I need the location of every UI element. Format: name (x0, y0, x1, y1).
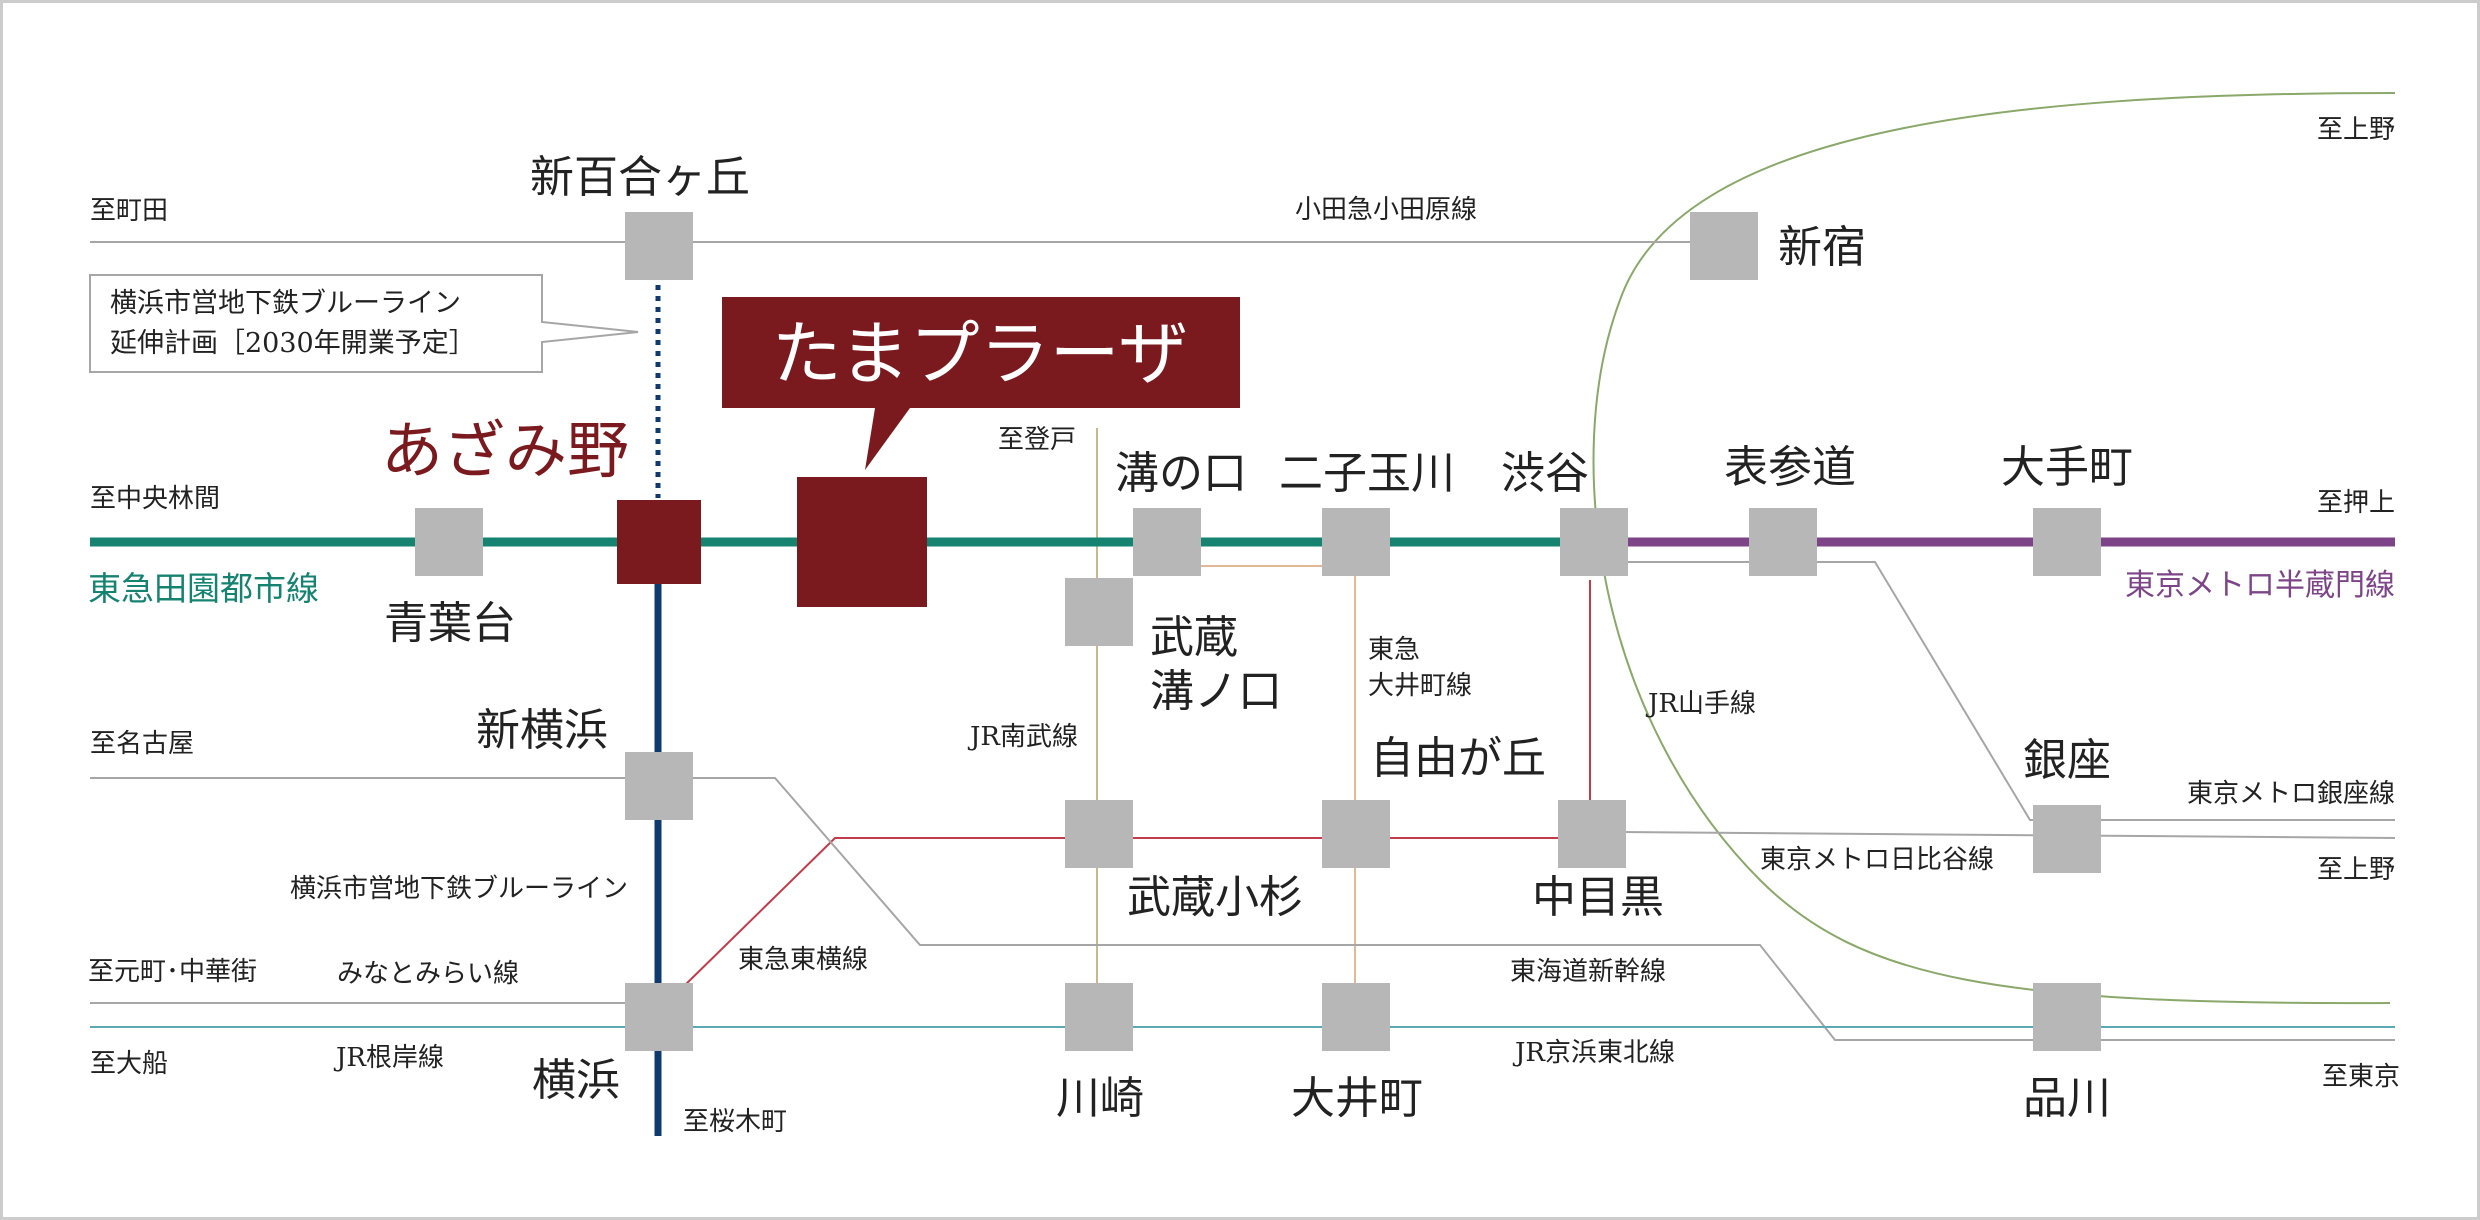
tama-plaza-callout-box (722, 297, 1240, 470)
station-marker-musashikosugi[interactable] (1065, 800, 1133, 868)
dest-sakuragicho: 至桜木町 (683, 1107, 787, 1137)
station-marker-aobadai[interactable] (415, 508, 483, 576)
dest-ofuna: 至大船 (90, 1049, 168, 1079)
label-shinyokohama: 新横浜 (476, 705, 608, 756)
station-marker-shinjuku[interactable] (1690, 212, 1758, 280)
dest-chuorinkan: 至中央林間 (90, 484, 220, 514)
dest-ueno-top: 至上野 (2317, 115, 2395, 145)
label-musashi-mizonokuchi: 武蔵 溝ノ口 (1150, 612, 1282, 717)
station-marker-shibuya[interactable] (1560, 508, 1628, 576)
dest-noborito: 至登戸 (998, 425, 1076, 455)
label-azamino: あざみ野 (381, 414, 629, 487)
station-marker-ginza[interactable] (2033, 805, 2101, 873)
label-ginza: 銀座 (2023, 735, 2111, 786)
station-marker-oimachi[interactable] (1322, 983, 1390, 1051)
dest-tokyo: 至東京 (2322, 1062, 2400, 1092)
label-line-tokaido: 東海道新幹線 (1510, 957, 1666, 987)
station-marker-yokohama[interactable] (625, 983, 693, 1051)
line-hibiya (1619, 831, 2396, 839)
label-line-negishi: JR根岸線 (333, 1043, 444, 1073)
label-shinyurigaoka: 新百合ヶ丘 (530, 152, 750, 203)
station-marker-tama-plaza[interactable] (797, 477, 927, 607)
label-line-oimachi-line-1: 東急 (1368, 635, 1420, 665)
station-marker-azamino[interactable] (617, 500, 701, 584)
extension-plan-callout-line-2: 延伸計画［2030年開業予定］ (110, 328, 476, 359)
label-line-nanbu: JR南武線 (967, 722, 1078, 752)
label-yokohama: 横浜 (532, 1055, 620, 1106)
label-line-blueline: 横浜市営地下鉄ブルーライン (290, 874, 628, 904)
tama-plaza-callout-title: たまプラーザ (772, 313, 1189, 395)
station-marker-mizonokuchi[interactable] (1133, 508, 1201, 576)
dest-machida: 至町田 (90, 196, 168, 226)
label-futakotamagawa: 二子玉川 (1279, 448, 1455, 499)
label-mizonokuchi: 溝の口 (1115, 448, 1247, 499)
label-shinagawa: 品川 (2023, 1073, 2111, 1124)
station-marker-omotesando[interactable] (1749, 508, 1817, 576)
destination-labels: 至町田 至上野 至中央林間 至押上 至登戸 至名古屋 至上野 至元町･中華街 至… (88, 115, 2400, 1137)
label-otemachi: 大手町 (2001, 442, 2133, 493)
label-line-minatomirai: みなとみらい線 (337, 959, 519, 989)
label-line-toyoko: 東急東横線 (738, 945, 868, 975)
label-jiyugaoka: 自由が丘 (1370, 733, 1546, 784)
extension-plan-callout-line-1: 横浜市営地下鉄ブルーライン (110, 288, 461, 319)
label-line-hanzomon: 東京メトロ半蔵門線 (2125, 568, 2395, 603)
line-labels: 小田急小田原線 東急田園都市線 東京メトロ半蔵門線 東急 大井町線 JR南武線 … (88, 195, 2395, 1073)
line-ginza (1600, 561, 2395, 821)
label-line-keihin: JR京浜東北線 (1512, 1038, 1675, 1068)
station-marker-shinyokohama[interactable] (625, 752, 693, 820)
label-shinjuku: 新宿 (1778, 222, 1866, 273)
dest-ueno-mid: 至上野 (2317, 855, 2395, 885)
label-omotesando: 表参道 (1724, 442, 1856, 493)
label-shibuya: 渋谷 (1501, 448, 1589, 499)
label-line-hibiya: 東京メトロ日比谷線 (1760, 845, 1994, 875)
label-kawasaki: 川崎 (1056, 1073, 1144, 1124)
station-marker-futakotamagawa[interactable] (1322, 508, 1390, 576)
label-nakameguro: 中目黒 (1532, 872, 1664, 923)
station-marker-shinagawa[interactable] (2033, 983, 2101, 1051)
station-markers (415, 212, 2101, 1051)
label-line-ginza: 東京メトロ銀座線 (2187, 779, 2395, 809)
label-line-oimachi-line-2: 大井町線 (1368, 671, 1472, 701)
dest-motomachi: 至元町･中華街 (88, 957, 257, 987)
dest-nagoya: 至名古屋 (90, 729, 194, 759)
station-marker-musashi-mizonokuchi[interactable] (1065, 578, 1133, 646)
station-labels: 新百合ヶ丘 新宿 青葉台 溝の口 二子玉川 渋谷 表参道 大手町 武蔵 溝ノ口 … (384, 152, 2133, 1124)
extension-plan-callout-box (89, 274, 639, 373)
dest-oshiage: 至押上 (2317, 488, 2395, 518)
label-musashikosugi: 武蔵小杉 (1127, 872, 1303, 923)
label-line-denentoshi: 東急田園都市線 (88, 569, 319, 608)
station-marker-kawasaki[interactable] (1065, 983, 1133, 1051)
label-line-oimachi: 東急 大井町線 (1368, 635, 1472, 701)
station-marker-shinyurigaoka[interactable] (625, 212, 693, 280)
label-oimachi: 大井町 (1291, 1073, 1423, 1124)
label-musashi-mizonokuchi-line-2: 溝ノ口 (1150, 666, 1282, 717)
label-line-yamanote: JR山手線 (1645, 689, 1756, 719)
label-musashi-mizonokuchi-line-1: 武蔵 (1150, 612, 1238, 663)
label-line-odakyu: 小田急小田原線 (1295, 195, 1477, 225)
station-marker-otemachi[interactable] (2033, 508, 2101, 576)
label-aobadai: 青葉台 (384, 598, 516, 649)
extension-plan-callout-text: 横浜市営地下鉄ブルーライン 延伸計画［2030年開業予定］ (110, 288, 476, 359)
station-marker-jiyugaoka[interactable] (1322, 800, 1390, 868)
station-marker-nakameguro[interactable] (1558, 800, 1626, 868)
